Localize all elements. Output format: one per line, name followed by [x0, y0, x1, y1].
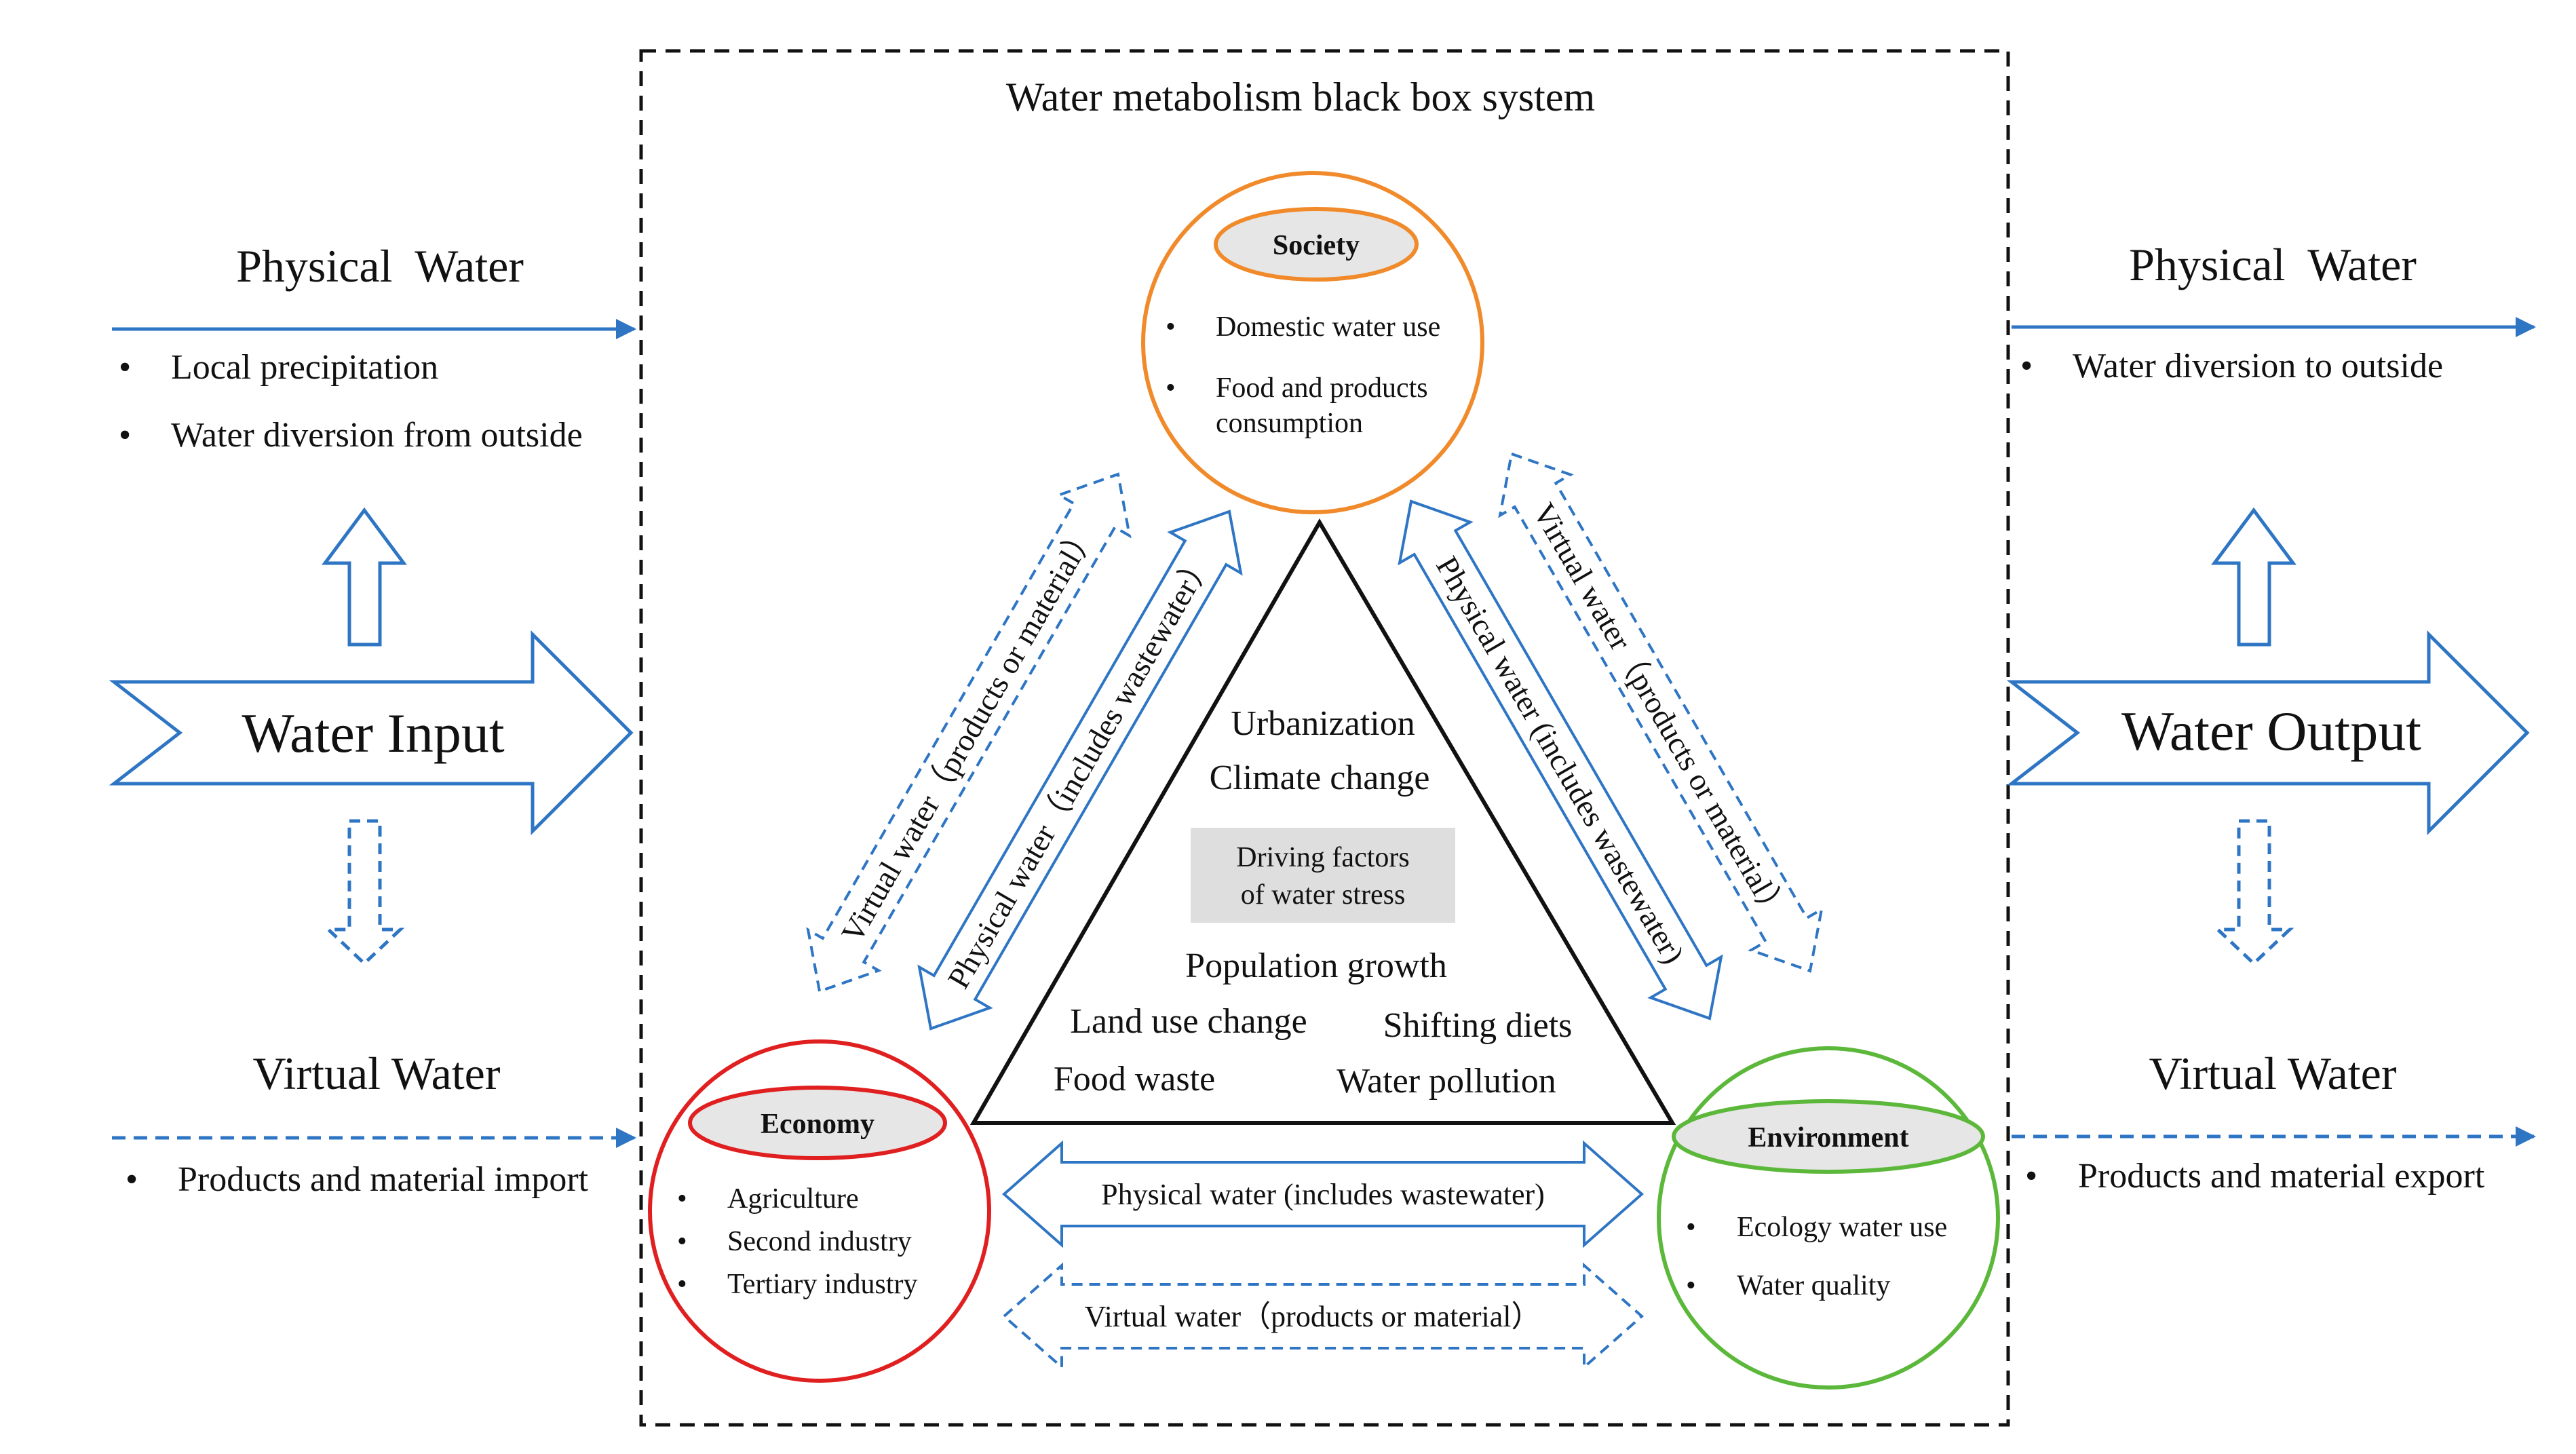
factor-water-pollution: Water pollution: [1337, 1062, 1556, 1101]
bullet-icon: •: [677, 1269, 687, 1300]
output-virtual-heading: Virtual Water: [2149, 1048, 2397, 1099]
environment-label-oval: [1672, 1099, 1985, 1174]
svg-text:Virtual water（products or mate: Virtual water（products or material）: [834, 518, 1103, 949]
economy-item: Tertiary industry: [727, 1269, 918, 1300]
environment-item: Ecology water use: [1737, 1212, 1947, 1243]
bottom-physical-water-link: [1001, 1140, 1645, 1248]
output-down-dashed-arrow-icon: [2213, 819, 2294, 966]
output-physical-heading: Physical Water: [2129, 239, 2417, 290]
bottom-physical-water-label: Physical water (includes wastewater): [1101, 1178, 1545, 1211]
bullet-icon: •: [677, 1226, 687, 1257]
input-physical-item: Local precipitation: [171, 348, 438, 387]
water-output-label: Water Output: [2121, 700, 2421, 762]
diagram-title: Water metabolism black box system: [1006, 75, 1595, 119]
output-virtual-item: Products and material export: [2078, 1157, 2485, 1195]
driving-factors-triangle: [969, 518, 1676, 1125]
economy-item: Second industry: [727, 1226, 912, 1257]
bullet-icon: •: [677, 1183, 687, 1214]
output-up-arrow-icon: [2211, 507, 2296, 647]
factor-urbanization: Urbanization: [1231, 704, 1415, 743]
factor-land-use-change: Land use change: [1070, 1002, 1307, 1041]
bullet-icon: •: [119, 348, 131, 387]
svg-text:Virtual water（products or mat: Virtual water（products or material）: [1526, 497, 1795, 928]
factor-food-waste: Food waste: [1054, 1060, 1215, 1098]
economy-item: Agriculture: [727, 1183, 859, 1214]
bullet-icon: •: [1686, 1212, 1696, 1243]
society-item: consumption: [1216, 408, 1363, 439]
society-item: Food and products: [1216, 372, 1428, 404]
society-label: Society: [1273, 230, 1360, 261]
input-virtual-heading: Virtual Water: [253, 1048, 501, 1099]
driving-factors-label: of water stress: [1241, 879, 1406, 911]
water-input-label: Water Input: [242, 702, 505, 764]
society-item: Domestic water use: [1216, 311, 1440, 343]
bottom-virtual-water-label: Virtual water（products or material）: [1084, 1300, 1541, 1333]
input-physical-heading: Physical Water: [236, 240, 524, 292]
input-physical-item: Water diversion from outside: [171, 416, 583, 455]
bullet-icon: •: [1686, 1270, 1696, 1301]
bullet-icon: •: [2020, 347, 2033, 385]
driving-factors-label: Driving factors: [1236, 842, 1409, 873]
input-up-arrow-icon: [322, 507, 407, 647]
factor-climate-change: Climate change: [1210, 759, 1430, 797]
input-virtual-item: Products and material import: [178, 1160, 589, 1199]
driving-factors-box: [1191, 828, 1455, 923]
bullet-icon: •: [1166, 311, 1176, 343]
environment-label: Environment: [1748, 1122, 1908, 1153]
bullet-icon: •: [1166, 372, 1176, 404]
society-label-oval: [1214, 207, 1419, 282]
water-input-big-arrow: [109, 630, 634, 836]
environment-item: Water quality: [1737, 1270, 1890, 1301]
output-physical-item: Water diversion to outside: [2073, 347, 2443, 385]
bottom-virtual-water-link: [1001, 1262, 1645, 1371]
factor-population-growth: Population growth: [1185, 946, 1447, 985]
bullet-icon: •: [126, 1160, 138, 1199]
factor-shifting-diets: Shifting diets: [1383, 1006, 1573, 1045]
bullet-icon: •: [119, 416, 131, 455]
economy-label-oval: [688, 1086, 947, 1160]
black-box-boundary: [639, 49, 2010, 1427]
economy-label: Economy: [761, 1109, 874, 1140]
input-down-dashed-arrow-icon: [324, 819, 405, 966]
water-output-big-arrow: [2006, 630, 2530, 836]
bullet-icon: •: [2025, 1157, 2037, 1195]
